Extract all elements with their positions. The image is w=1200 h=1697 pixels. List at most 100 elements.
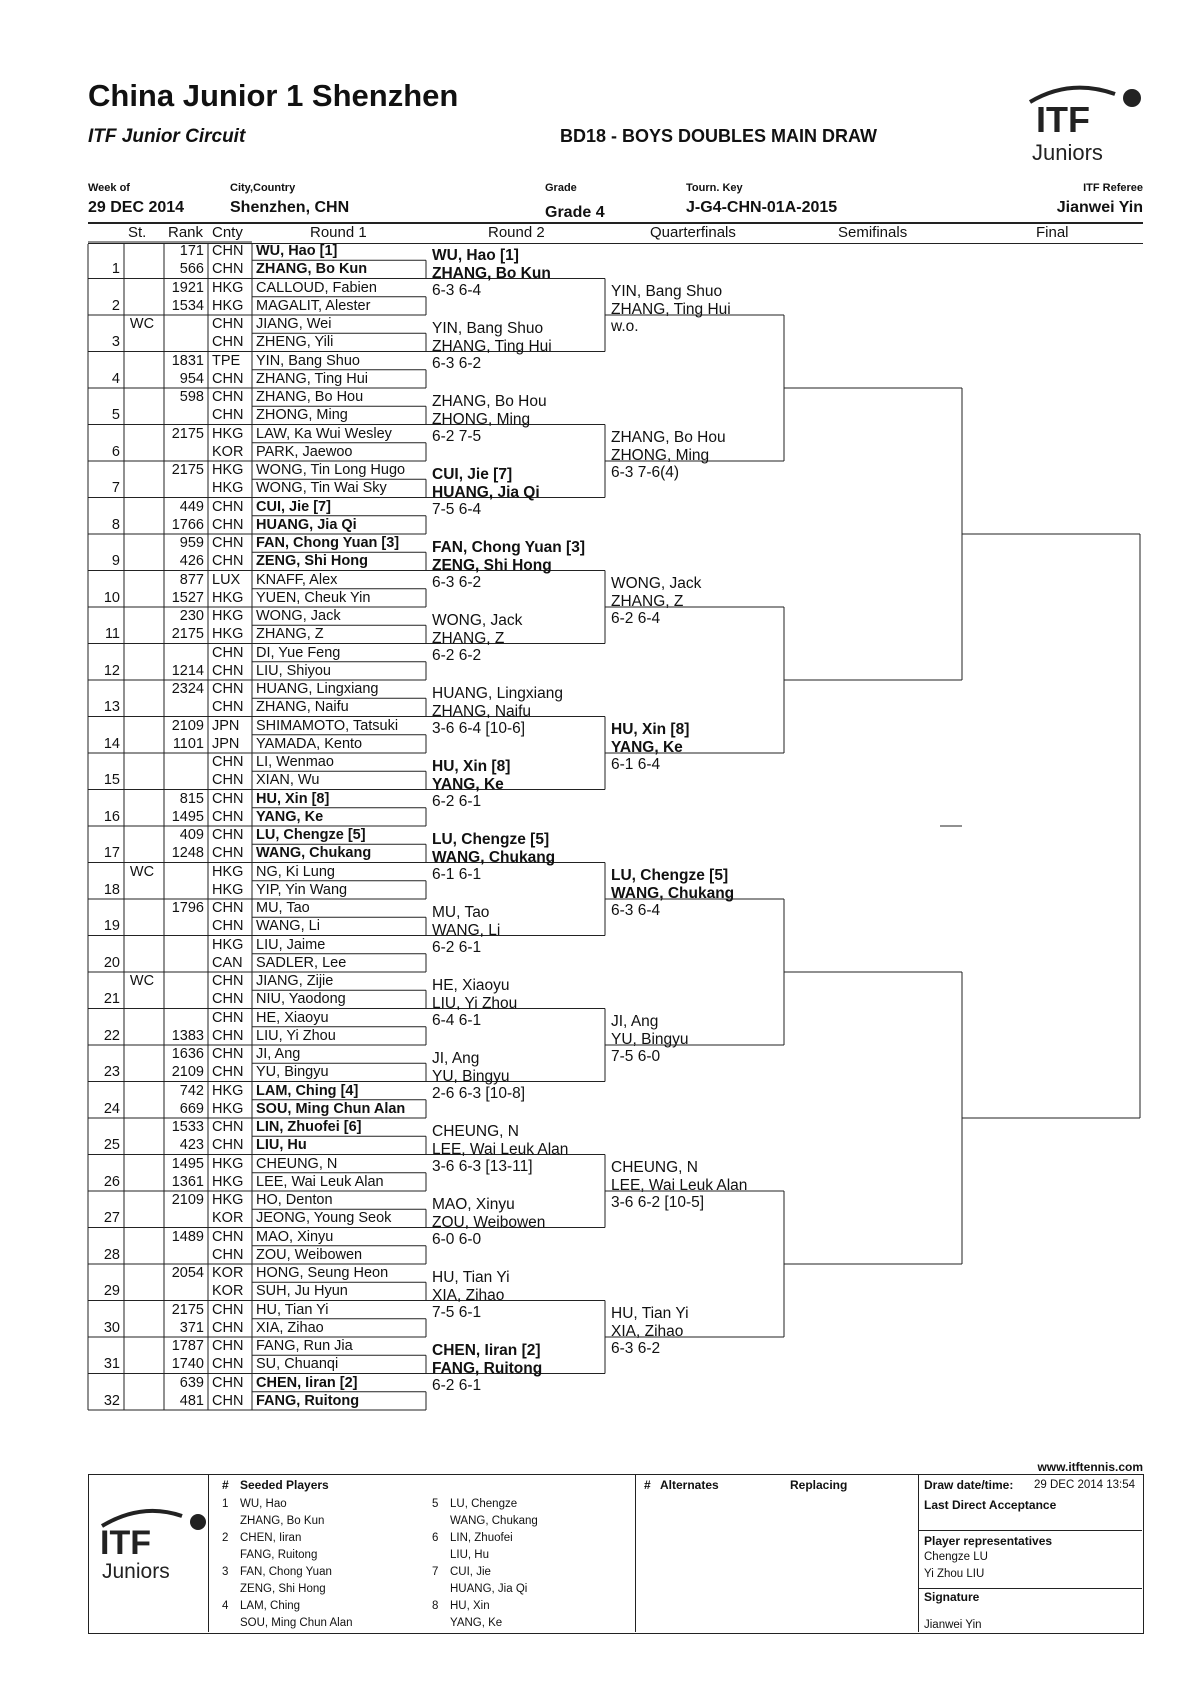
round2-score: 6-3 6-2 (432, 573, 482, 591)
city-value: Shenzhen, CHN (230, 199, 350, 216)
svg-text:Juniors: Juniors (102, 1560, 170, 1580)
city-label: City,Country (230, 182, 296, 194)
player-country: HKG (212, 279, 244, 296)
player-name: YIP, Yin Wang (256, 881, 348, 898)
seed-number: 6 (432, 1532, 439, 1544)
qf-player: ZHANG, Ting Hui (611, 301, 731, 318)
footer-rule-b (918, 1588, 1142, 1589)
player-name: NIU, Yaodong (256, 991, 346, 1008)
player-country: CHN (212, 1392, 244, 1409)
replacing-header: Replacing (790, 1478, 848, 1492)
qf-player: YANG, Ke (611, 739, 683, 756)
player-country: CHN (212, 772, 244, 789)
player-country: CHN (212, 918, 244, 935)
round2-score: 3-6 6-4 [10-6] (432, 719, 526, 737)
player-rank: 877 (179, 571, 204, 588)
qf-score: 3-6 6-2 [10-5] (611, 1194, 705, 1211)
qf-score: 6-3 6-2 (611, 1340, 661, 1357)
player-rank: 481 (179, 1392, 204, 1409)
player-rank: 409 (179, 827, 204, 843)
reps-label: Player representatives (924, 1534, 1053, 1548)
player-name: ZHANG, Z (256, 626, 324, 643)
seed-number: 4 (222, 1600, 229, 1612)
player-name: FANG, Ruitong (256, 1392, 360, 1409)
player-rank: 1489 (171, 1228, 204, 1245)
player-country: CHN (212, 662, 244, 679)
round2-player: HUANG, Jia Qi (432, 483, 540, 501)
player-rank: 1766 (171, 516, 204, 533)
player-country: CHN (212, 1009, 244, 1026)
seed-player: CUI, Jie (450, 1566, 491, 1578)
round2-score: 6-0 6-0 (432, 1230, 482, 1248)
player-rank: 1383 (171, 1027, 204, 1044)
grade-label: Grade (545, 182, 577, 194)
player-country: HKG (212, 608, 244, 624)
footer-rule-a (918, 1530, 1142, 1531)
player-name: WONG, Tin Long Hugo (256, 462, 406, 478)
player-rank: 423 (179, 1137, 204, 1154)
draw-number: 18 (103, 881, 120, 898)
referee-label: ITF Referee (1083, 182, 1143, 194)
player-rank: 2175 (171, 425, 204, 442)
player-country: HKG (212, 1100, 244, 1117)
player-country: HKG (212, 1192, 244, 1208)
draw-number: 24 (103, 1100, 120, 1117)
draw-number: 29 (103, 1283, 120, 1300)
player-country: CHN (212, 1246, 244, 1263)
seed-number: 7 (432, 1566, 439, 1578)
draw-number: 15 (103, 772, 120, 789)
referee-value: Jianwei Yin (1056, 199, 1143, 216)
footer-divider-3 (918, 1474, 919, 1632)
player-name: ZOU, Weibowen (256, 1246, 363, 1263)
round2-player: MAO, Xinyu (432, 1195, 515, 1213)
round2-score: 6-4 6-1 (432, 1011, 482, 1029)
round2-player: HU, Tian Yi (432, 1268, 510, 1286)
col-round1: Round 1 (310, 224, 367, 241)
player-country: HKG (212, 1155, 244, 1172)
player-name: ZHANG, Bo Kun (256, 261, 368, 278)
draw-number: 27 (103, 1210, 120, 1227)
column-header-rule (88, 243, 1143, 244)
round2-player: LIU, Yi Zhou (432, 994, 518, 1012)
player-name: SU, Chuanqi (256, 1356, 339, 1373)
player-rank: 815 (179, 790, 204, 807)
round2-player: ZHANG, Z (432, 629, 505, 647)
player-name: WANG, Li (256, 918, 320, 935)
draw-number: 14 (103, 735, 120, 752)
qf-player: CHEUNG, N (611, 1159, 698, 1176)
round2-player: WONG, Jack (432, 611, 523, 629)
draw-number: 16 (103, 808, 120, 825)
player-name: MU, Tao (256, 900, 310, 916)
draw-date-label: Draw date/time: (924, 1478, 1014, 1492)
player-rank: 1533 (171, 1119, 204, 1135)
qf-player: HU, Xin [8] (611, 721, 690, 738)
player-country: TPE (212, 352, 241, 369)
player-rank: 1534 (171, 297, 204, 314)
player-rank: 1636 (171, 1046, 204, 1062)
player-name: LIU, Shiyou (256, 662, 331, 679)
player-rank: 598 (179, 389, 204, 405)
seed-player: HU, Xin (450, 1600, 490, 1612)
draw-number: 9 (111, 553, 120, 570)
player-name: LIU, Jaime (256, 936, 326, 953)
player-name: WU, Hao [1] (256, 243, 338, 259)
player-country: CHN (212, 334, 244, 351)
